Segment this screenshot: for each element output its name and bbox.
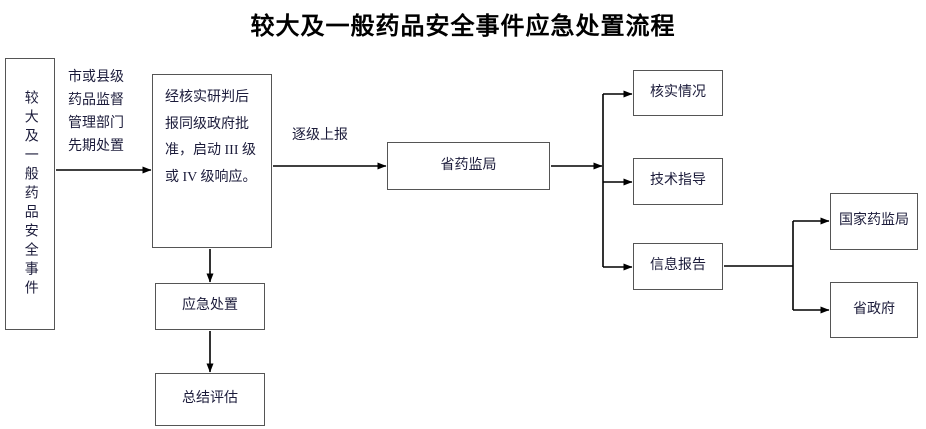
node-info-report[interactable]: 信息报告 — [633, 243, 723, 290]
node-approval-label: 经核实研判后报同级政府批准，启动 III 级或 IV 级响应。 — [165, 90, 257, 185]
node-tech-guide[interactable]: 技术指导 — [633, 158, 723, 205]
edge-label-initial-response: 市或县级 药品监督 管理部门 先期处置 — [68, 70, 124, 155]
node-tech-guide-label: 技术指导 — [650, 173, 706, 189]
node-prov-nmpa[interactable]: 省药监局 — [387, 142, 550, 190]
node-verify-label: 核实情况 — [650, 84, 706, 100]
node-national-nmpa-label: 国家药监局 — [839, 213, 909, 229]
page-title: 较大及一般药品安全事件应急处置流程 — [250, 14, 676, 40]
node-prov-gov[interactable]: 省政府 — [830, 282, 918, 338]
node-incident[interactable]: 较大及一般药品安全事件 — [5, 58, 55, 330]
node-summary[interactable]: 总结评估 — [155, 373, 265, 426]
node-emergency-label: 应急处置 — [182, 298, 238, 314]
node-prov-nmpa-label: 省药监局 — [440, 157, 497, 173]
node-verify[interactable]: 核实情况 — [633, 70, 723, 116]
node-incident-label: 较大及一般药品安全事件 — [22, 89, 38, 299]
node-info-report-label: 信息报告 — [650, 258, 706, 274]
node-approval[interactable]: 经核实研判后报同级政府批准，启动 III 级或 IV 级响应。 — [152, 74, 272, 248]
node-prov-gov-label: 省政府 — [853, 301, 895, 317]
node-national-nmpa[interactable]: 国家药监局 — [830, 193, 918, 250]
edge-label-escalate: 逐级上报 — [292, 128, 348, 143]
node-emergency[interactable]: 应急处置 — [155, 283, 265, 330]
node-summary-label: 总结评估 — [182, 391, 238, 407]
